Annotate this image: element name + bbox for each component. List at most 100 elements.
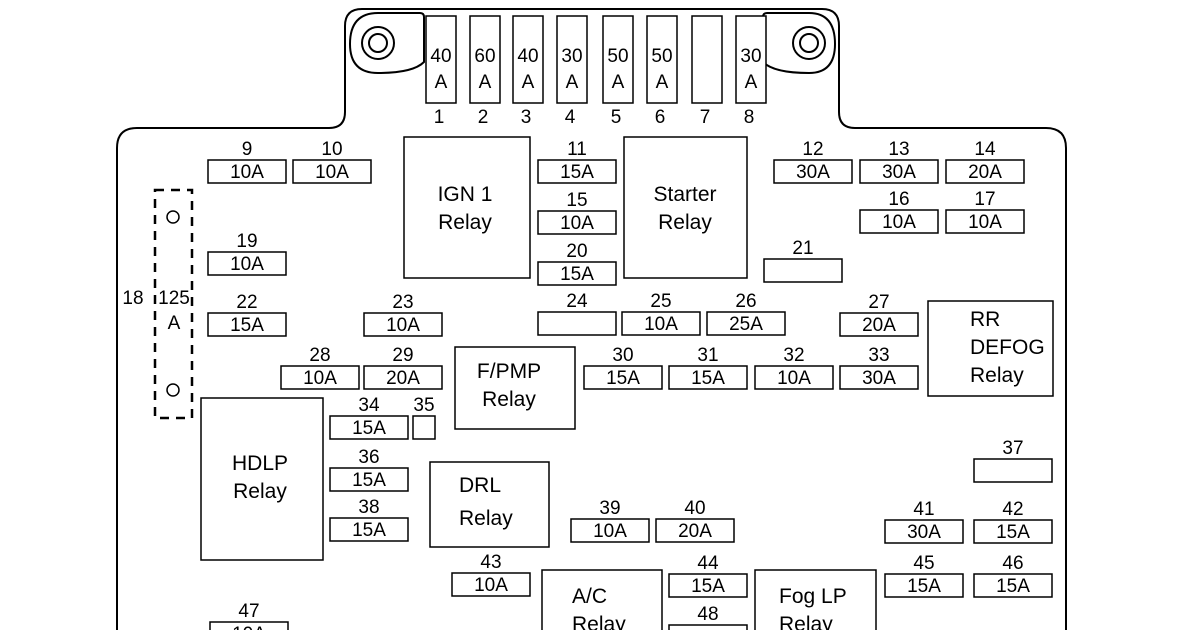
relay-label: RR xyxy=(970,308,1000,331)
fuse-rating: 10A xyxy=(315,162,349,183)
fuse-rating: 10A xyxy=(230,162,264,183)
fuse-number: 31 xyxy=(697,345,718,366)
fuse-number: 7 xyxy=(700,107,711,128)
fuse-rating: 20A xyxy=(862,315,896,336)
fuse-number: 3 xyxy=(521,107,532,128)
fuse-47: 10A47 xyxy=(209,601,289,630)
fuse-rating: 10A xyxy=(303,368,337,389)
fuse-number: 14 xyxy=(974,139,996,160)
fuse-rating: 60 xyxy=(474,46,495,67)
fuse-unit: A xyxy=(566,72,579,93)
fuse-rating: 10A xyxy=(230,254,264,275)
relay-foglp: Fog LP Relay xyxy=(754,569,877,630)
fuse-number: 36 xyxy=(358,447,379,468)
fuse-rating: 25A xyxy=(729,314,763,335)
fuse-number: 39 xyxy=(599,498,620,519)
fuse-unit: A xyxy=(522,72,535,93)
fuse-number: 47 xyxy=(238,601,259,622)
fuse-number: 13 xyxy=(888,139,909,160)
relay-label: IGN 1 xyxy=(438,183,493,206)
fuse-rating: 50 xyxy=(607,46,628,67)
fuse-rating: 15A xyxy=(996,522,1030,543)
fuse-number: 22 xyxy=(236,292,257,313)
fuse-number: 8 xyxy=(744,107,755,128)
relay-label: F/PMP xyxy=(477,360,541,383)
relay-label: Relay xyxy=(482,388,536,411)
fuse-block-outline xyxy=(116,8,1067,630)
fuse-rating: 10A xyxy=(968,212,1002,233)
relay-ign1: IGN 1 Relay xyxy=(403,136,531,279)
fuse-number: 27 xyxy=(868,292,889,313)
fuse-number: 40 xyxy=(684,498,705,519)
fuse-rating: 50 xyxy=(651,46,672,67)
fuse-rating: 20A xyxy=(678,521,712,542)
fuse-7: 7 xyxy=(691,15,723,128)
fuse-4: 30A 4 xyxy=(556,15,588,128)
fuse-rating: 20A xyxy=(386,368,420,389)
fuse-rating: 30A xyxy=(907,522,941,543)
fuse-unit: A xyxy=(479,72,492,93)
relay-label: Relay xyxy=(658,211,712,234)
fuse-number: 6 xyxy=(655,107,666,128)
fuse-number: 21 xyxy=(792,238,813,259)
fuse-rating: 10A xyxy=(644,314,678,335)
fuse-number: 43 xyxy=(480,552,501,573)
fuse-rating: 10A xyxy=(232,624,266,630)
fuse-number: 9 xyxy=(242,139,253,160)
maxi-fuse-number: 18 xyxy=(122,288,143,309)
fuse-rating: 30 xyxy=(740,46,761,67)
relay-label: Relay xyxy=(438,211,492,234)
maxi-fuse-18: 18 125 A xyxy=(122,188,194,420)
fuse-number: 34 xyxy=(358,395,380,416)
maxi-fuse-rating: 125 xyxy=(158,288,190,309)
fuse-unit: A xyxy=(435,72,448,93)
relay-label: Relay xyxy=(572,613,626,630)
relay-fpmp: F/PMP Relay xyxy=(454,346,576,430)
fuse-rating: 30A xyxy=(796,162,830,183)
fuse-rating: 15A xyxy=(907,576,941,597)
fuse-number: 19 xyxy=(236,231,257,252)
fuse-rating: 20A xyxy=(968,162,1002,183)
fuse-number: 4 xyxy=(565,107,576,128)
fuse-number: 15 xyxy=(566,190,587,211)
fuse-number: 25 xyxy=(650,291,671,312)
fuse-rating: 30A xyxy=(882,162,916,183)
relay-label: Fog LP xyxy=(779,585,847,608)
fuse-number: 26 xyxy=(735,291,756,312)
fuse-number: 32 xyxy=(783,345,804,366)
fuse-rating: 40 xyxy=(517,46,538,67)
fuse-21: 21 xyxy=(763,238,843,283)
fuse-rating: 15A xyxy=(691,576,725,597)
fuse-number: 46 xyxy=(1002,553,1023,574)
fuse-rating: 15A xyxy=(352,418,386,439)
relay-label: Relay xyxy=(779,613,833,630)
fuse-rating: 30 xyxy=(561,46,582,67)
fuse-number: 24 xyxy=(566,291,588,312)
fuse-rating: 15A xyxy=(996,576,1030,597)
relay-label: Relay xyxy=(970,364,1024,387)
fuse-grid: 10A910A1015A1130A1230A1320A1410A1510A161… xyxy=(207,139,1053,630)
fuse-number: 48 xyxy=(697,604,718,625)
